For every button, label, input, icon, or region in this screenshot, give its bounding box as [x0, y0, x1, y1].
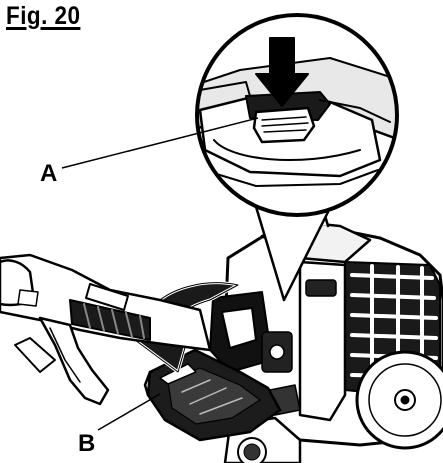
callout-label-a: A [40, 160, 58, 187]
callout-label-b: B [78, 430, 96, 457]
figure-title: Fig. 20 [6, 2, 81, 30]
leader-line-a [61, 117, 259, 169]
zoom-detail [195, 13, 399, 217]
press-down-arrow [255, 37, 309, 107]
leader-line-b [97, 393, 161, 431]
engine-drawing [0, 199, 443, 463]
